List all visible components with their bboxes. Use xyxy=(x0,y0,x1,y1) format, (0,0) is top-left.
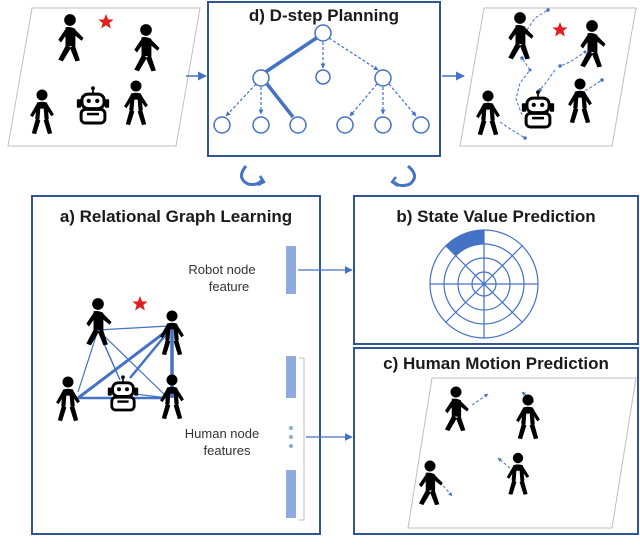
tree-node xyxy=(374,69,392,87)
value-highlight-sector xyxy=(445,230,484,256)
tree-node xyxy=(336,116,354,134)
tree-edge xyxy=(263,35,319,75)
ellipsis-dot xyxy=(289,435,293,439)
robot-feature-label-line2: feature xyxy=(209,279,249,294)
tree-edge xyxy=(265,82,295,119)
tree-node-root xyxy=(314,24,332,42)
planning-tree xyxy=(225,35,417,119)
tree-node xyxy=(289,116,307,134)
human-feature-bracket xyxy=(299,357,305,521)
cycle-arrow-icon xyxy=(390,164,416,188)
tree-node xyxy=(315,69,331,85)
graph-edges xyxy=(77,325,174,400)
predicted-path xyxy=(559,39,597,67)
motion-arrow xyxy=(471,393,489,406)
predicted-path xyxy=(539,69,556,91)
tree-edge xyxy=(349,83,378,117)
panel-d-planning: d) D-step Planning xyxy=(207,1,441,157)
panel-c-motion: c) Human Motion Prediction xyxy=(353,347,639,535)
ellipsis-dot xyxy=(289,444,293,448)
input-scene xyxy=(7,7,201,147)
human-feature-label-line2: features xyxy=(204,443,251,458)
panel-b-title: b) State Value Prediction xyxy=(396,207,595,226)
cycle-arrow-icon xyxy=(240,165,266,187)
human-feature-label-line1: Human node xyxy=(185,426,259,441)
human-feature-bar xyxy=(286,470,296,518)
panel-a-title: a) Relational Graph Learning xyxy=(60,207,292,226)
tree-node xyxy=(252,69,270,87)
output-scene xyxy=(459,7,637,147)
tree-node xyxy=(213,116,231,134)
robot-feature-label-line1: Robot node xyxy=(188,262,255,277)
tree-node xyxy=(374,116,392,134)
panel-b-value: b) State Value Prediction xyxy=(353,195,639,345)
motion-arrow xyxy=(497,457,511,469)
ellipsis-dot xyxy=(289,426,293,430)
tree-node xyxy=(412,116,430,134)
tree-edge xyxy=(388,83,417,117)
value-radar xyxy=(429,229,539,339)
tree-nodes xyxy=(213,24,430,134)
robot-feature-bar xyxy=(286,246,296,294)
scene-floor xyxy=(407,377,637,529)
predicted-path xyxy=(515,57,531,116)
motion-arrow xyxy=(439,481,453,497)
panel-a-graph: a) Relational Graph Learning Robot node … xyxy=(31,195,321,535)
panel-d-title: d) D-step Planning xyxy=(249,6,399,25)
human-feature-bar xyxy=(286,356,296,398)
tree-node xyxy=(252,116,270,134)
panel-c-title: c) Human Motion Prediction xyxy=(383,354,609,373)
tree-edge xyxy=(225,83,257,117)
